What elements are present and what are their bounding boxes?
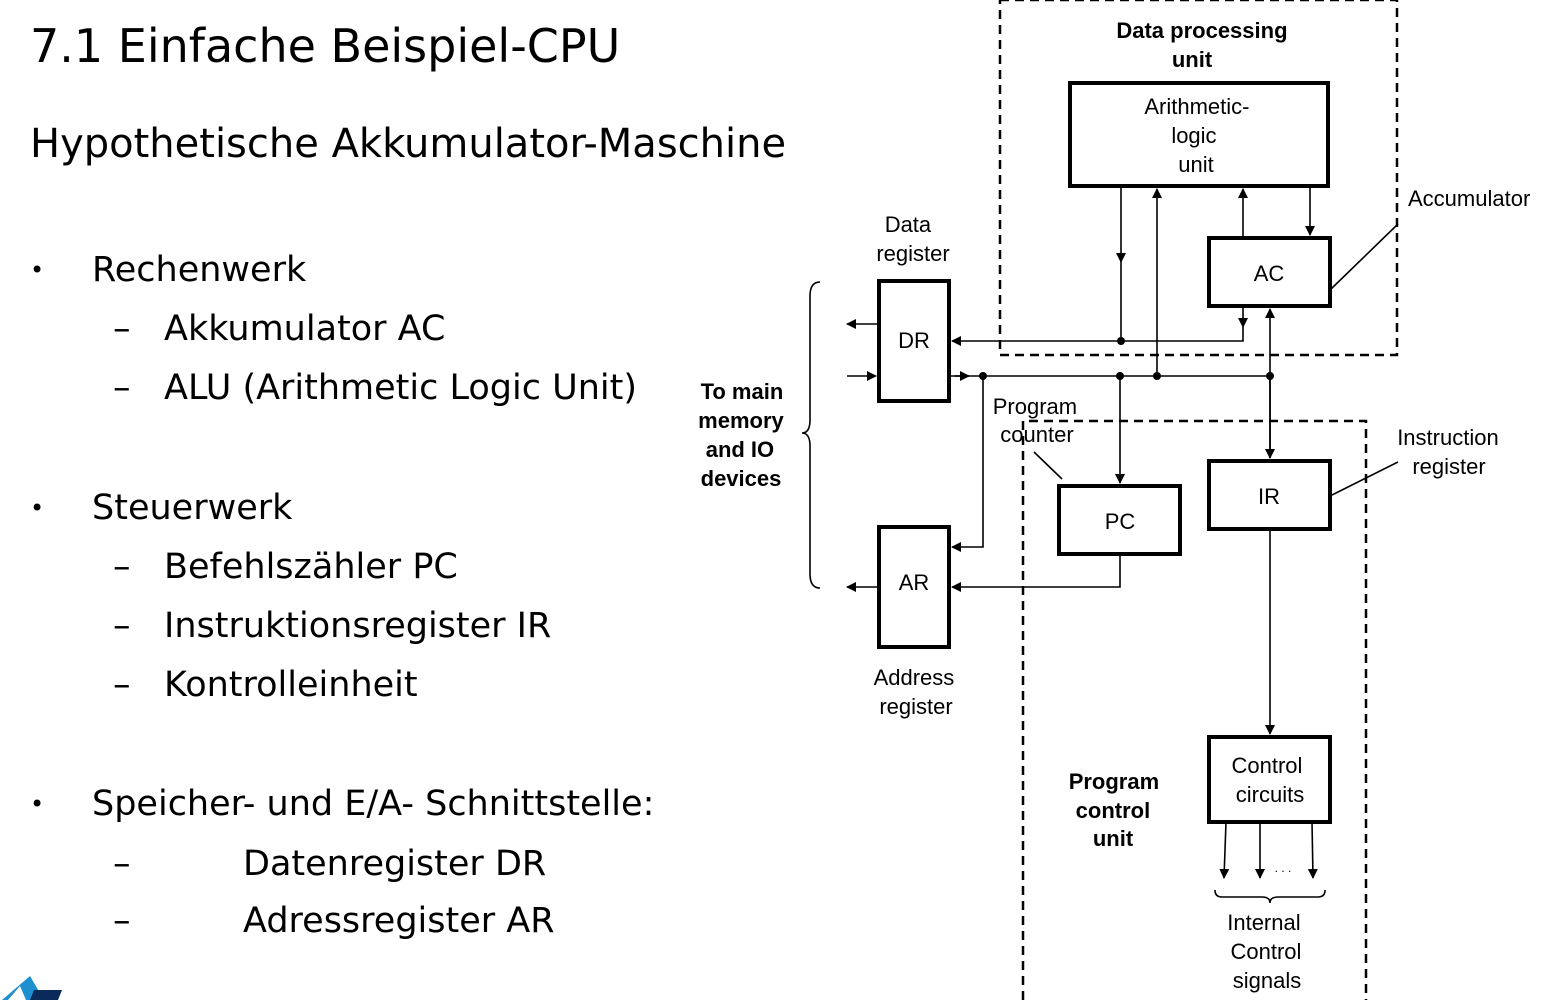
bullet-label: Speicher- und E/A- Schnittstelle: bbox=[92, 784, 655, 824]
ar-label: AR bbox=[899, 570, 930, 595]
accumulator-leader-line bbox=[1329, 223, 1399, 291]
data-processing-unit-label: Data processing unit bbox=[1116, 18, 1293, 72]
control-circuits-label: Control circuits bbox=[1231, 753, 1308, 807]
program-counter-label: Program counter bbox=[993, 394, 1083, 447]
program-control-unit-boundary bbox=[1021, 419, 1368, 1000]
program-control-unit-label: Program control unit bbox=[1069, 769, 1166, 851]
ar-box bbox=[877, 525, 951, 649]
instruction-register-leader-line bbox=[1331, 461, 1399, 496]
sub-bullet-label: Akkumulator AC bbox=[164, 309, 446, 349]
sub-bullet-label: Adressregister AR bbox=[243, 901, 555, 941]
junction-dot bbox=[979, 372, 987, 380]
bullet-label: Rechenwerk bbox=[92, 250, 307, 290]
dash-symbol: – bbox=[113, 309, 131, 349]
accumulator-label: Accumulator bbox=[1408, 186, 1530, 211]
bullet-symbol: • bbox=[30, 494, 45, 522]
ac-label: AC bbox=[1254, 261, 1285, 286]
slide-title: 7.1 Einfache Beispiel-CPU bbox=[30, 19, 621, 73]
dash-symbol: – bbox=[113, 368, 131, 408]
junction-dot bbox=[1153, 372, 1161, 380]
junction-dot bbox=[1116, 372, 1124, 380]
data-processing-unit-boundary bbox=[998, 0, 1399, 357]
dash-symbol: – bbox=[113, 665, 131, 705]
instruction-register-label: Instruction register bbox=[1397, 425, 1505, 479]
bullet-symbol: • bbox=[30, 790, 45, 818]
ellipsis-label: . . . bbox=[1275, 861, 1292, 875]
bus-wires bbox=[846, 186, 1399, 879]
program-counter-leader-line bbox=[1033, 451, 1063, 480]
sub-bullet-label: Instruktionsregister IR bbox=[164, 606, 552, 646]
ir-label: IR bbox=[1258, 484, 1280, 509]
control-signal-arrow bbox=[1307, 821, 1318, 879]
to-main-memory-label: To main memory and IO devices bbox=[698, 379, 790, 491]
sub-bullet-label: ALU (Arithmetic Logic Unit) bbox=[164, 368, 638, 408]
data-register-label: Data register bbox=[876, 212, 949, 266]
dr-label: DR bbox=[898, 328, 930, 353]
memory-interface-brace bbox=[801, 281, 821, 589]
alu-label: Arithmetic- logic unit bbox=[1144, 94, 1255, 177]
bullet-label: Steuerwerk bbox=[92, 488, 293, 528]
junction-dot bbox=[1117, 337, 1125, 345]
university-logo-icon bbox=[2, 976, 62, 1000]
control-signals-brace bbox=[1214, 889, 1326, 904]
alu-box bbox=[1068, 81, 1330, 188]
control-signal-arrow bbox=[1219, 821, 1230, 879]
sub-bullet-label: Datenregister DR bbox=[243, 844, 547, 884]
pc-to-ar-arrow bbox=[951, 554, 1121, 592]
internal-control-signals-label: Internal Control signals bbox=[1227, 910, 1307, 993]
pc-box bbox=[1057, 484, 1182, 556]
dash-symbol: – bbox=[113, 901, 131, 941]
bus-to-ar-arrow bbox=[951, 376, 984, 552]
ac-box bbox=[1207, 236, 1332, 308]
dr-box bbox=[877, 279, 951, 403]
sub-bullet-label: Kontrolleinheit bbox=[164, 665, 418, 705]
slide-subtitle: Hypothetische Akkumulator-Maschine bbox=[30, 121, 787, 167]
control-circuits-box bbox=[1207, 735, 1332, 824]
pc-label: PC bbox=[1105, 509, 1136, 534]
address-register-label: Address register bbox=[874, 665, 961, 719]
bus-to-dr-arrow bbox=[951, 327, 1244, 346]
junction-dot bbox=[1266, 372, 1274, 380]
ir-box bbox=[1207, 459, 1332, 531]
sub-bullet-label: Befehlszähler PC bbox=[164, 547, 458, 587]
dash-symbol: – bbox=[113, 606, 131, 646]
dash-symbol: – bbox=[113, 844, 131, 884]
bullet-symbol: • bbox=[30, 256, 45, 284]
dash-symbol: – bbox=[113, 547, 131, 587]
